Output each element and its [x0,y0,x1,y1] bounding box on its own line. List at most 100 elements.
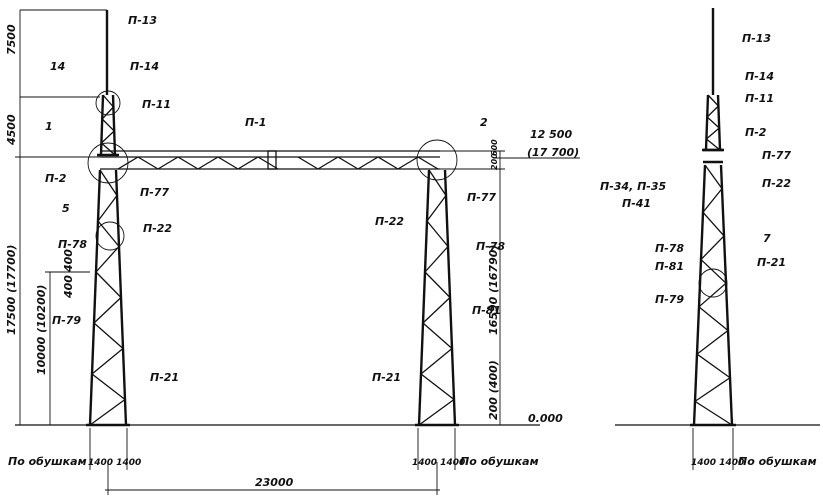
lattice-member [424,246,449,273]
lattice-member [694,377,731,402]
node-7-circle [698,268,728,298]
truss-diagonal [157,156,179,170]
callout-p77-left: П-77 [140,186,169,199]
side-callout-p13: П-13 [742,32,771,45]
lattice-member [102,94,114,108]
lattice-member [426,195,447,222]
lattice-member [702,211,725,237]
dim-600: 600 [490,139,499,156]
dim-10000: 10000 (10200) [35,285,48,375]
callout-p78-left: П-78 [58,238,87,251]
lattice-member [95,271,122,298]
lattice-member [700,235,725,260]
side-callout-p11: П-11 [745,92,774,105]
lattice-member [426,220,449,247]
callout-p78-right: П-78 [476,240,505,253]
elevation-top: 12 500 [530,128,572,141]
callout-node-1: 1 [45,120,53,133]
lattice-member [696,329,729,355]
callout-p11: П-11 [142,98,171,111]
lattice-member [698,282,727,308]
side-callout-p14: П-14 [745,70,774,83]
callout-p13: П-13 [128,14,157,27]
truss-diagonal [297,156,319,170]
side-callout-p78: П-78 [655,242,684,255]
front-view-labels: П-13 14 П-14 П-11 1 П-1 2 12 500 (17 700… [5,14,579,489]
callout-p79-left: П-79 [52,314,81,327]
left-top-section-leg [111,94,117,156]
side-tower-leg [719,164,734,426]
side-callout-p22: П-22 [762,177,791,190]
dim-200: 200 [490,153,499,170]
lattice-member [93,297,122,324]
callout-p22-left: П-22 [143,222,172,235]
lattice-member [100,142,116,156]
lattice-member [97,195,118,222]
truss-diagonal [377,156,399,170]
callout-p1: П-1 [245,116,266,129]
elevation-ground: 0.000 [528,412,563,425]
dim-16590: 16590 (16790) [487,245,500,335]
note-by-angles-left: По обушкам [8,455,87,468]
side-callout-p2: П-2 [745,126,767,139]
lattice-member [99,169,118,196]
lattice-member [422,297,451,324]
side-callout-p41: П-41 [622,197,651,210]
dim-base-right: 1400 1400 [412,458,465,468]
lattice-member [420,347,453,375]
node-14-circle [95,90,121,116]
callout-p2: П-2 [45,172,67,185]
lattice-member [100,130,115,144]
callout-node-14: 14 [50,60,65,73]
side-callout-p79: П-79 [655,293,684,306]
dim-4500: 4500 [5,114,18,146]
truss-diagonal [317,156,339,170]
lattice-member [694,400,733,426]
dim-7500: 7500 [5,24,18,55]
lattice-member [89,398,126,426]
truss-diagonal [197,156,219,170]
callout-p21-left: П-21 [150,371,179,384]
lattice-member [700,259,727,284]
lattice-member [91,347,124,375]
lattice-member [101,118,115,132]
truss-diagonal [177,156,199,170]
dim-17500: 17500 (17700) [5,245,18,335]
lattice-member [704,164,723,190]
lattice-member [707,94,719,107]
lattice-member [93,322,124,349]
truss-diagonal [337,156,359,170]
truss-diagonal [237,156,259,170]
truss-diagonal [397,156,419,170]
truss-diagonal [357,156,379,170]
callout-node-2: 2 [480,116,488,129]
dim-base-left: 1400 1400 [88,458,141,468]
callout-p81-right: П-81 [472,304,501,317]
callout-p22-right: П-22 [375,215,404,228]
truss-diagonal [417,156,439,170]
side-top-section-leg [704,94,710,151]
dim-span: 23000 [255,476,294,489]
side-note-by-angles: По обушкам [738,455,817,468]
lattice-member [418,398,455,426]
lattice-member [428,169,447,196]
lattice-member [702,188,723,213]
node-2-circle [416,139,458,181]
lattice-member [97,220,120,247]
side-top-section-leg [716,94,722,151]
dim-400-a: 400 [62,249,75,273]
lattice-member [101,106,114,120]
dim-200-400: 200 (400) [487,360,500,420]
dimension-lines [15,9,734,495]
left-top-section-leg [99,94,105,156]
truss-diagonal [117,156,139,170]
lattice-member [696,353,731,379]
dim-400-b: 400 [62,275,75,299]
lattice-member [705,138,721,151]
side-view-labels: П-13 П-14 П-11 П-2 П-77 П-22 П-34, П-35 … [600,32,817,468]
crossbeam-truss [100,150,440,170]
lattice-member [422,322,453,349]
lattice-member [698,306,729,331]
callout-node-5: 5 [62,202,70,215]
